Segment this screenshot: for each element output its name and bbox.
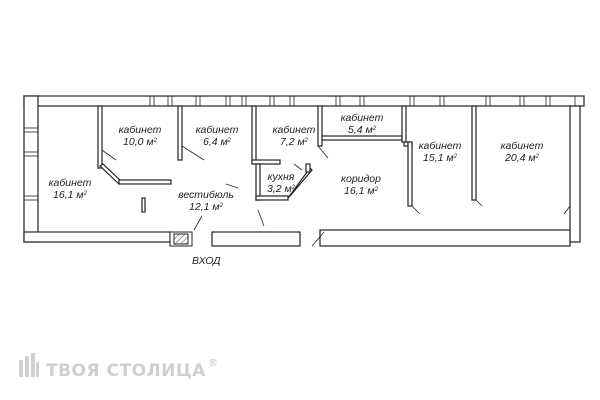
area-unit-exponent: 2 <box>304 138 309 144</box>
room-name: кухня <box>267 171 295 183</box>
room-area: 20,4 м <box>505 152 536 164</box>
area-unit-exponent: 2 <box>535 154 539 160</box>
watermark-registered-mark: ® <box>207 358 219 369</box>
room-cab-7-2: кабинет 7,2 м2 <box>273 124 316 148</box>
room-name: кабинет <box>118 124 162 136</box>
room-area: 5,4 м <box>347 124 373 136</box>
room-cab-10-0: кабинет 10,0 м2 <box>119 124 162 148</box>
room-name: коридор <box>341 173 381 185</box>
door-swings <box>101 145 571 247</box>
room-cab-5-4: кабинет 5,4 м2 <box>341 112 384 136</box>
room-name: кабинет <box>48 177 92 189</box>
entrance-label: ВХОД <box>192 255 221 267</box>
room-area: 3,2 м <box>266 183 292 195</box>
windows-top <box>149 96 576 106</box>
room-area: 10,0 м <box>123 136 154 148</box>
room-name: кабинет <box>418 140 462 152</box>
area-unit-exponent: 2 <box>374 187 378 193</box>
room-vestibule: вестибюль 12,1 м2 <box>178 189 234 213</box>
interior-walls <box>97 105 477 213</box>
area-unit-exponent: 2 <box>227 138 232 144</box>
room-cab-15-1: кабинет 15,1 м2 <box>419 140 462 164</box>
room-cab-16-1: кабинет 16,1 м2 <box>49 177 92 201</box>
area-unit-exponent: 2 <box>453 154 457 160</box>
room-area: 16,1 м <box>53 189 84 201</box>
area-unit-exponent: 2 <box>372 126 377 132</box>
windows-left <box>24 127 38 201</box>
room-kitchen: кухня 3,2 м2 <box>267 171 295 195</box>
room-area: 12,1 м <box>189 201 220 213</box>
room-name: кабинет <box>272 124 316 136</box>
area-unit-exponent: 2 <box>219 203 223 209</box>
room-cab-20-4: кабинет 20,4 м2 <box>501 140 544 164</box>
room-area: 16,1 м <box>344 185 375 197</box>
room-name: кабинет <box>500 140 544 152</box>
area-unit-exponent: 2 <box>153 138 157 144</box>
room-cab-6-4: кабинет 6,4 м2 <box>196 124 239 148</box>
outer-walls <box>23 95 585 247</box>
entrance-steps <box>169 231 193 247</box>
room-name: кабинет <box>340 112 384 124</box>
watermark: ТВОЯ СТОЛИЦА ® <box>18 352 219 381</box>
area-unit-exponent: 2 <box>291 185 296 191</box>
area-unit-exponent: 2 <box>83 191 87 197</box>
watermark-logo-icon <box>19 353 39 377</box>
room-name: вестибюль <box>178 189 234 201</box>
room-corridor: коридор 16,1 м2 <box>341 173 381 197</box>
watermark-text: ТВОЯ СТОЛИЦА <box>46 361 206 381</box>
room-area: 6,4 м <box>202 136 228 148</box>
room-name: кабинет <box>195 124 239 136</box>
room-area: 7,2 м <box>279 136 305 148</box>
room-area: 15,1 м <box>423 152 454 164</box>
